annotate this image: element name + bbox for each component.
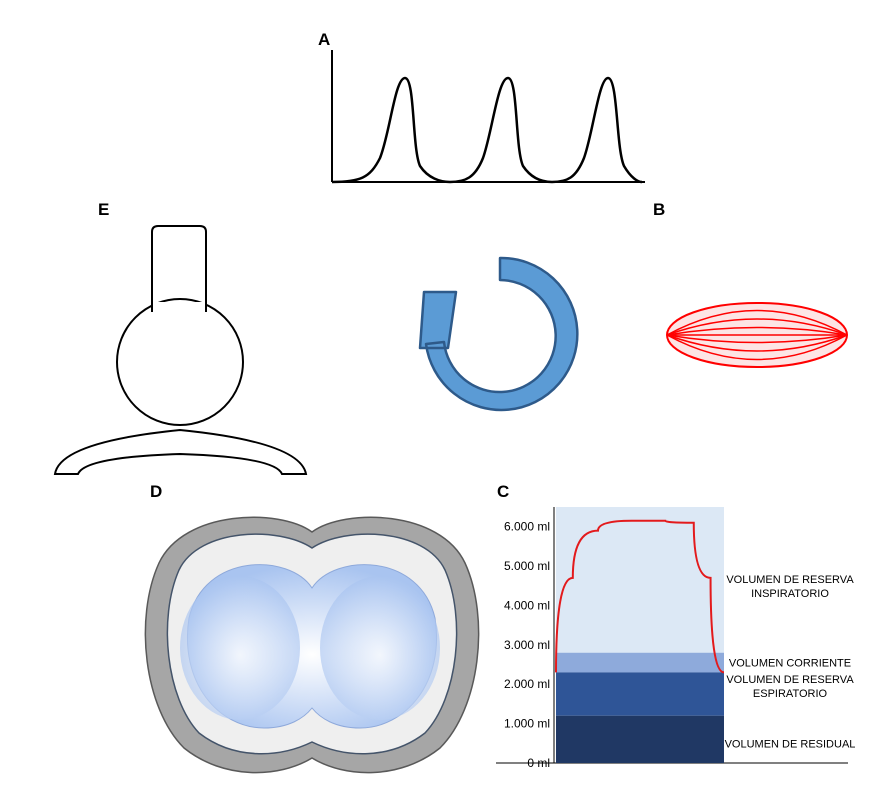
- label-c: C: [497, 482, 510, 501]
- bulb-sphere: [116, 298, 244, 426]
- band-2: [556, 672, 724, 716]
- y-tick-2: 4.000 ml: [504, 598, 550, 612]
- volume-bands: [556, 507, 724, 763]
- y-tick-6: 0 ml: [527, 756, 550, 770]
- band-labels: VOLUMEN DE RESERVA INSPIRATORIO VOLUMEN CO…: [725, 574, 856, 751]
- band-label-3-0: VOLUMEN DE RESIDUAL: [725, 738, 856, 750]
- band-label-1-0: VOLUMEN CORRIENTE: [729, 658, 851, 670]
- label-d: D: [150, 482, 163, 501]
- base-arc: [53, 428, 308, 475]
- bulb-stem: [151, 225, 207, 318]
- label-a: A: [318, 30, 331, 49]
- band-label-0-0: VOLUMEN DE RESERVA: [726, 574, 854, 586]
- y-tick-0: 6.000 ml: [504, 520, 550, 534]
- cycle-arrow-shape: [418, 256, 579, 412]
- bulb-neck-mask: [153, 302, 205, 322]
- y-tick-labels: 6.000 ml 5.000 ml 4.000 ml 3.000 ml 2.000 ml…: [504, 520, 550, 770]
- spindle-diagram: [666, 302, 848, 368]
- y-tick-4: 2.000 ml: [504, 677, 550, 691]
- band-3: [556, 715, 724, 763]
- bulb-diagram: [53, 225, 308, 475]
- spindle-fibers: [666, 309, 848, 361]
- lung-left-highlight: [180, 576, 300, 720]
- lung-right-highlight: [320, 576, 440, 720]
- y-tick-5: 1.000 ml: [504, 717, 550, 731]
- torso-diagram: [144, 516, 480, 774]
- peak-wave: [331, 76, 643, 184]
- band-0: [556, 507, 724, 653]
- volume-curve: [555, 519, 725, 674]
- cycle-arrow-icon: [418, 256, 579, 412]
- band-label-0-1: INSPIRATORIO: [751, 588, 829, 600]
- lung-volume-chart: 6.000 ml 5.000 ml 4.000 ml 3.000 ml 2.000 ml…: [496, 507, 856, 770]
- y-tick-3: 3.000 ml: [504, 638, 550, 652]
- y-tick-1: 5.000 ml: [504, 559, 550, 573]
- label-b: B: [653, 200, 666, 219]
- label-e: E: [98, 200, 110, 219]
- band-label-2-1: ESPIRATORIO: [753, 688, 828, 700]
- band-label-2-0: VOLUMEN DE RESERVA: [726, 674, 854, 686]
- peaks-diagram: [331, 50, 645, 184]
- band-1: [556, 652, 724, 673]
